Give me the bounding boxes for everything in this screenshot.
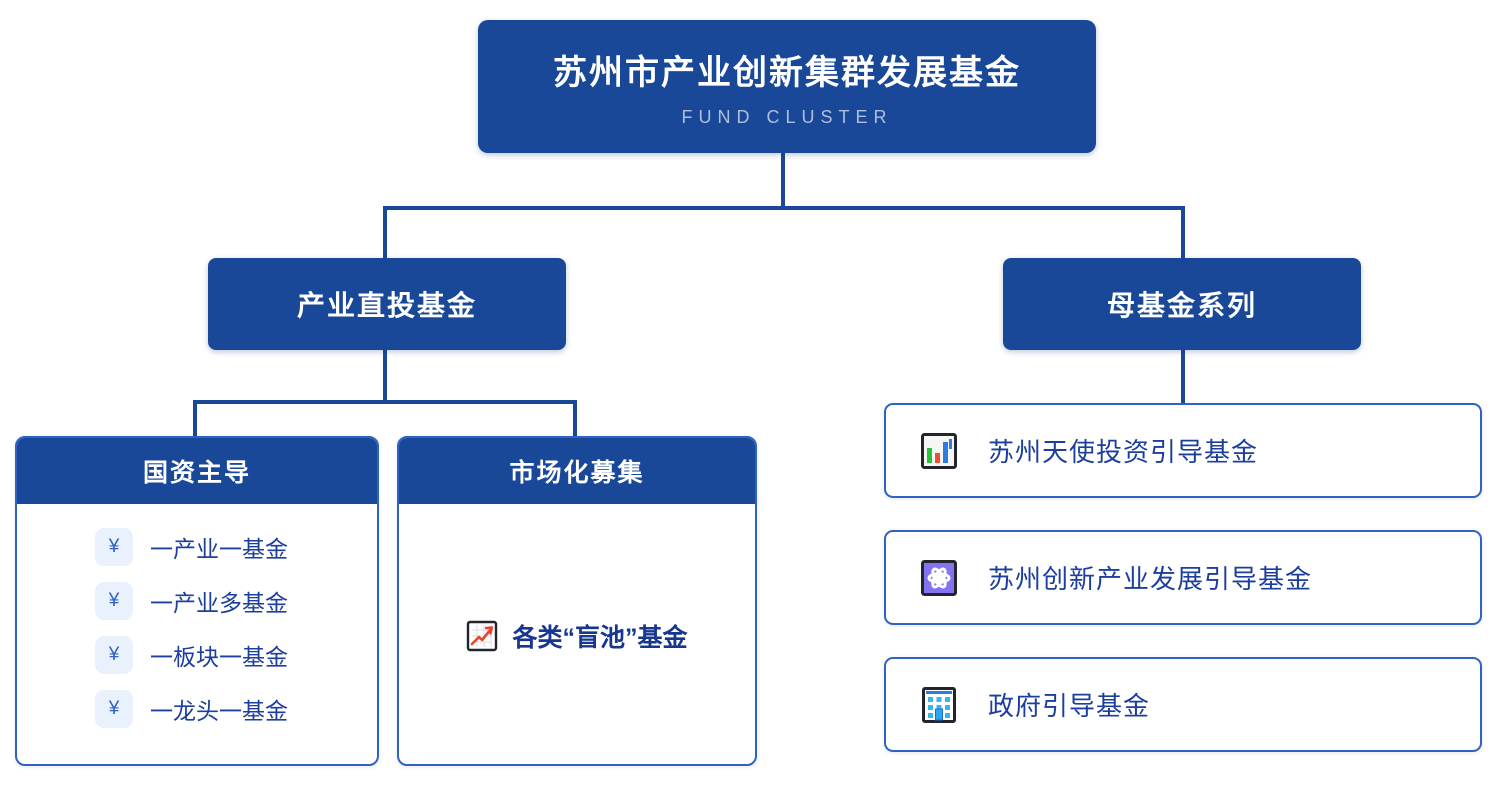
building-icon — [920, 686, 958, 724]
connector-fof-bottom-vertical — [1181, 350, 1185, 405]
root-fund-box: 苏州市产业创新集群发展基金 FUND CLUSTER — [478, 20, 1096, 153]
chart-up-icon — [466, 620, 498, 652]
fund-item-label: 一产业一基金 — [150, 536, 288, 562]
yen-icon: ¥ — [95, 582, 133, 620]
list-item: ¥ 一板块一基金 — [95, 636, 377, 674]
yen-icon: ¥ — [95, 528, 133, 566]
atom-icon — [920, 559, 958, 597]
fund-item-label: 一龙头一基金 — [150, 698, 288, 724]
market-raised-card-body: 各类“盲池”基金 — [399, 504, 755, 764]
connector-level1-horizontal — [383, 206, 1185, 210]
connector-level2-horizontal — [193, 400, 577, 404]
direct-investment-fund-label: 产业直投基金 — [296, 290, 477, 321]
fund-of-funds-label: 母基金系列 — [1106, 290, 1257, 321]
fund-of-funds-box: 母基金系列 — [1003, 258, 1361, 350]
fof-card-label: 苏州天使投资引导基金 — [988, 437, 1259, 467]
innovation-fund-card: 苏州创新产业发展引导基金 — [884, 530, 1482, 625]
state-owned-card-header: 国资主导 — [17, 438, 377, 504]
connector-fof-top-vertical — [1181, 208, 1185, 260]
root-fund-title: 苏州市产业创新集群发展基金 — [553, 54, 1021, 92]
list-item: ¥ 一产业多基金 — [95, 582, 377, 620]
state-owned-card: 国资主导 ¥ 一产业一基金 ¥ 一产业多基金 ¥ 一板块一基金 ¥ 一龙头一基金 — [15, 436, 379, 766]
government-fund-card: 政府引导基金 — [884, 657, 1482, 752]
connector-direct-top-vertical — [383, 208, 387, 260]
connector-guozi-vertical — [193, 402, 197, 436]
root-fund-subtitle: FUND CLUSTER — [681, 107, 893, 127]
market-raised-card-title: 市场化募集 — [509, 459, 645, 487]
yen-icon: ¥ — [95, 636, 133, 674]
blind-pool-fund-label: 各类“盲池”基金 — [512, 624, 688, 652]
bar-chart-icon — [920, 432, 958, 470]
list-item: ¥ 一龙头一基金 — [95, 690, 377, 728]
connector-root-vertical — [781, 153, 785, 208]
state-owned-card-title: 国资主导 — [142, 459, 251, 487]
fof-card-label: 政府引导基金 — [988, 691, 1151, 721]
fof-card-label: 苏州创新产业发展引导基金 — [988, 564, 1313, 594]
yen-icon: ¥ — [95, 690, 133, 728]
fund-item-label: 一产业多基金 — [150, 590, 288, 616]
fund-item-label: 一板块一基金 — [150, 644, 288, 670]
connector-direct-bottom-vertical — [383, 350, 387, 402]
list-item: ¥ 一产业一基金 — [95, 528, 377, 566]
connector-market-vertical — [573, 402, 577, 436]
direct-investment-fund-box: 产业直投基金 — [208, 258, 566, 350]
angel-fund-card: 苏州天使投资引导基金 — [884, 403, 1482, 498]
market-raised-card: 市场化募集 各类“盲池”基金 — [397, 436, 757, 766]
state-owned-card-body: ¥ 一产业一基金 ¥ 一产业多基金 ¥ 一板块一基金 ¥ 一龙头一基金 — [17, 504, 377, 728]
market-raised-card-header: 市场化募集 — [399, 438, 755, 504]
